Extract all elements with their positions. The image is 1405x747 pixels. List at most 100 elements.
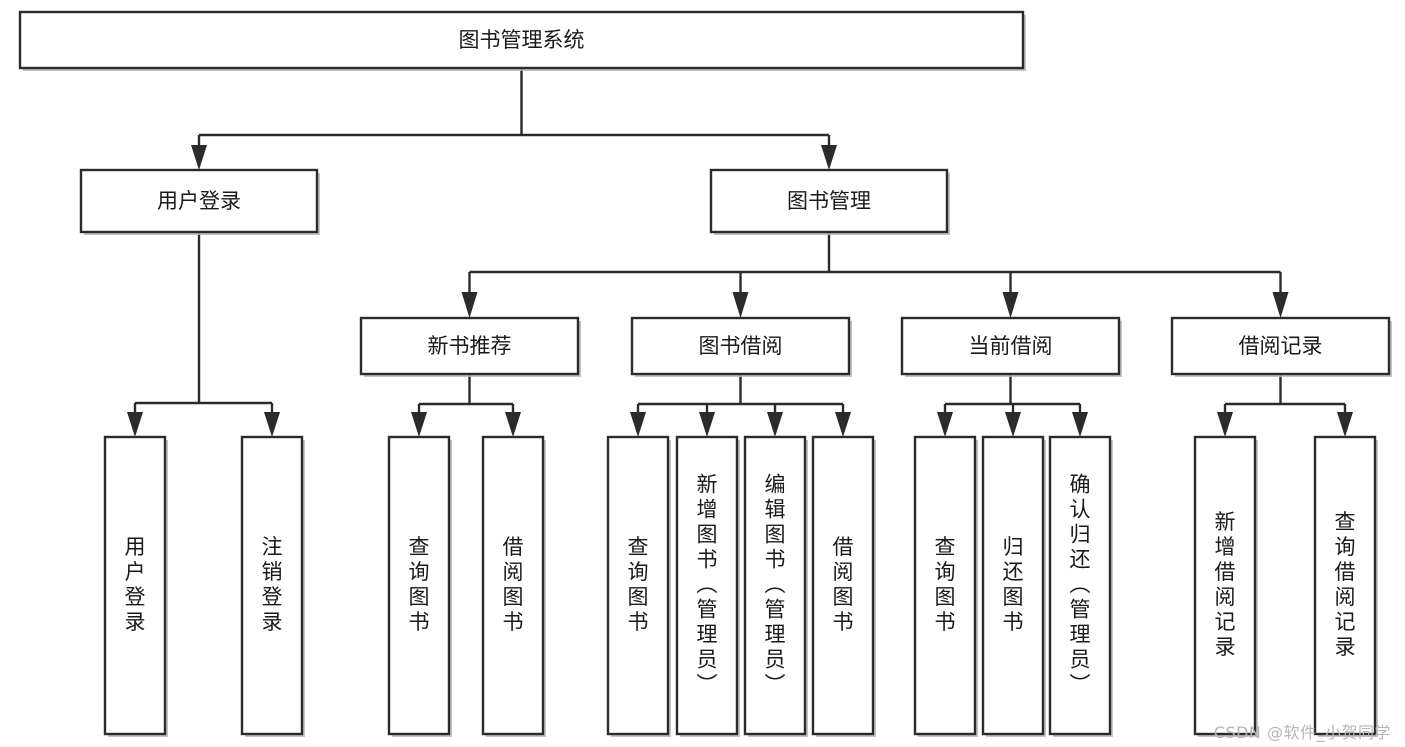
node-new-book-recommend[interactable]: 新书推荐 <box>359 316 581 377</box>
label-char: 用 <box>125 535 146 559</box>
arrow-head-leaf-return-book <box>1005 412 1021 437</box>
label-char: 书 <box>765 548 786 572</box>
node-leaf-edit-book[interactable]: 编辑图书︵管理员︶ <box>743 435 808 737</box>
node-label: 当前借阅 <box>969 334 1053 358</box>
label-char: ︶ <box>765 673 786 697</box>
label-char: 录 <box>125 610 146 634</box>
node-book-manage[interactable]: 图书管理 <box>709 168 950 235</box>
node-box[interactable] <box>1313 435 1377 736</box>
label-char: 阅 <box>833 560 854 584</box>
node-borrow-record[interactable]: 借阅记录 <box>1170 316 1392 377</box>
label-char: 书 <box>935 610 956 634</box>
node-box[interactable] <box>630 316 851 376</box>
label-char: 录 <box>262 610 283 634</box>
node-box[interactable] <box>913 435 977 736</box>
label-char: 图 <box>833 585 854 609</box>
label-char: 归 <box>1003 535 1024 559</box>
node-box[interactable] <box>811 435 875 736</box>
csdn-watermark: CSDN @软件_小贺同学 <box>1213 723 1391 742</box>
label-char: 归 <box>1070 523 1091 547</box>
arrow-head-current-borrow <box>1002 292 1019 318</box>
label-char: 书 <box>628 610 649 634</box>
node-box[interactable] <box>981 435 1045 736</box>
node-leaf-user-login[interactable]: 用户登录 <box>103 435 168 737</box>
node-leaf-add-book[interactable]: 新增图书︵管理员︶ <box>675 435 740 737</box>
label-char: 书 <box>503 610 524 634</box>
node-leaf-confirm-return[interactable]: 确认归还︵管理员︶ <box>1048 435 1113 737</box>
arrow-head-new-book-recommend <box>461 292 478 318</box>
label-char: ︶ <box>1070 673 1091 697</box>
node-leaf-add-record[interactable]: 新增借阅记录 <box>1193 435 1258 737</box>
node-box[interactable] <box>709 168 949 234</box>
node-box[interactable] <box>387 435 451 736</box>
label-char: 询 <box>1335 535 1356 559</box>
arrow-head-leaf-borrow-book-2 <box>835 412 851 437</box>
node-user-login[interactable]: 用户登录 <box>79 168 320 235</box>
node-box[interactable] <box>359 316 580 376</box>
node-label: 归还图书 <box>1003 535 1024 634</box>
node-leaf-borrow-book-1[interactable]: 借阅图书 <box>481 435 546 737</box>
node-current-borrow[interactable]: 当前借阅 <box>900 316 1122 377</box>
arrow-head-leaf-borrow-book-1 <box>505 412 521 437</box>
node-box[interactable] <box>1170 316 1391 376</box>
node-box[interactable] <box>103 435 167 736</box>
node-label: 图书借阅 <box>699 334 783 358</box>
node-label: 注销登录 <box>262 535 283 634</box>
label-char: 录 <box>1335 635 1356 659</box>
label-char: 认 <box>1070 498 1091 522</box>
node-leaf-query-book-1[interactable]: 查询图书 <box>387 435 452 737</box>
node-box[interactable] <box>900 316 1121 376</box>
label-char: 查 <box>628 535 649 559</box>
node-label: 用户登录 <box>125 535 146 634</box>
label-char: 图 <box>935 585 956 609</box>
node-box[interactable] <box>79 168 319 234</box>
label-char: 图 <box>628 585 649 609</box>
label-char: 查 <box>1335 510 1356 534</box>
label-char: 员 <box>1070 648 1091 672</box>
node-root[interactable]: 图书管理系统 <box>18 10 1026 71</box>
label-char: 书 <box>697 548 718 572</box>
label-char: 阅 <box>1215 585 1236 609</box>
label-char: 注 <box>262 535 283 559</box>
label-char: 查 <box>935 535 956 559</box>
label-char: 借 <box>503 535 524 559</box>
connectors-layer <box>127 68 1353 437</box>
label-char: 查 <box>409 535 430 559</box>
arrow-head-book-manage <box>821 145 837 170</box>
node-book-borrow[interactable]: 图书借阅 <box>630 316 852 377</box>
node-leaf-query-book-3[interactable]: 查询图书 <box>913 435 978 737</box>
label-char: 图 <box>409 585 430 609</box>
label-char: 图 <box>765 523 786 547</box>
node-leaf-return-book[interactable]: 归还图书 <box>981 435 1046 737</box>
label-char: 询 <box>409 560 430 584</box>
arrow-head-leaf-add-record <box>1217 412 1233 437</box>
node-box[interactable] <box>1193 435 1257 736</box>
node-box[interactable] <box>1048 435 1112 736</box>
label-char: 编 <box>765 473 786 497</box>
label-char: 销 <box>262 560 283 584</box>
node-leaf-query-book-2[interactable]: 查询图书 <box>606 435 671 737</box>
node-box[interactable] <box>743 435 807 736</box>
node-box[interactable] <box>18 10 1025 70</box>
node-label: 新增借阅记录 <box>1215 510 1236 659</box>
label-char: 阅 <box>503 560 524 584</box>
node-box[interactable] <box>481 435 545 736</box>
node-leaf-borrow-book-2[interactable]: 借阅图书 <box>811 435 876 737</box>
label-char: 图 <box>503 585 524 609</box>
label-char: 询 <box>628 560 649 584</box>
node-label: 查询借阅记录 <box>1335 510 1356 659</box>
node-label: 编辑图书︵管理员︶ <box>765 473 786 697</box>
arrow-head-leaf-confirm-return <box>1072 412 1088 437</box>
label-char: 确 <box>1070 473 1091 497</box>
label-char: 书 <box>1003 610 1024 634</box>
label-char: 增 <box>697 498 718 522</box>
node-label: 新增图书︵管理员︶ <box>697 473 718 697</box>
label-char: 图 <box>1003 585 1024 609</box>
node-leaf-logout[interactable]: 注销登录 <box>240 435 305 737</box>
node-leaf-query-record[interactable]: 查询借阅记录 <box>1313 435 1378 737</box>
node-box[interactable] <box>675 435 739 736</box>
label-char: ︵ <box>765 573 786 597</box>
node-box[interactable] <box>240 435 304 736</box>
node-box[interactable] <box>606 435 670 736</box>
